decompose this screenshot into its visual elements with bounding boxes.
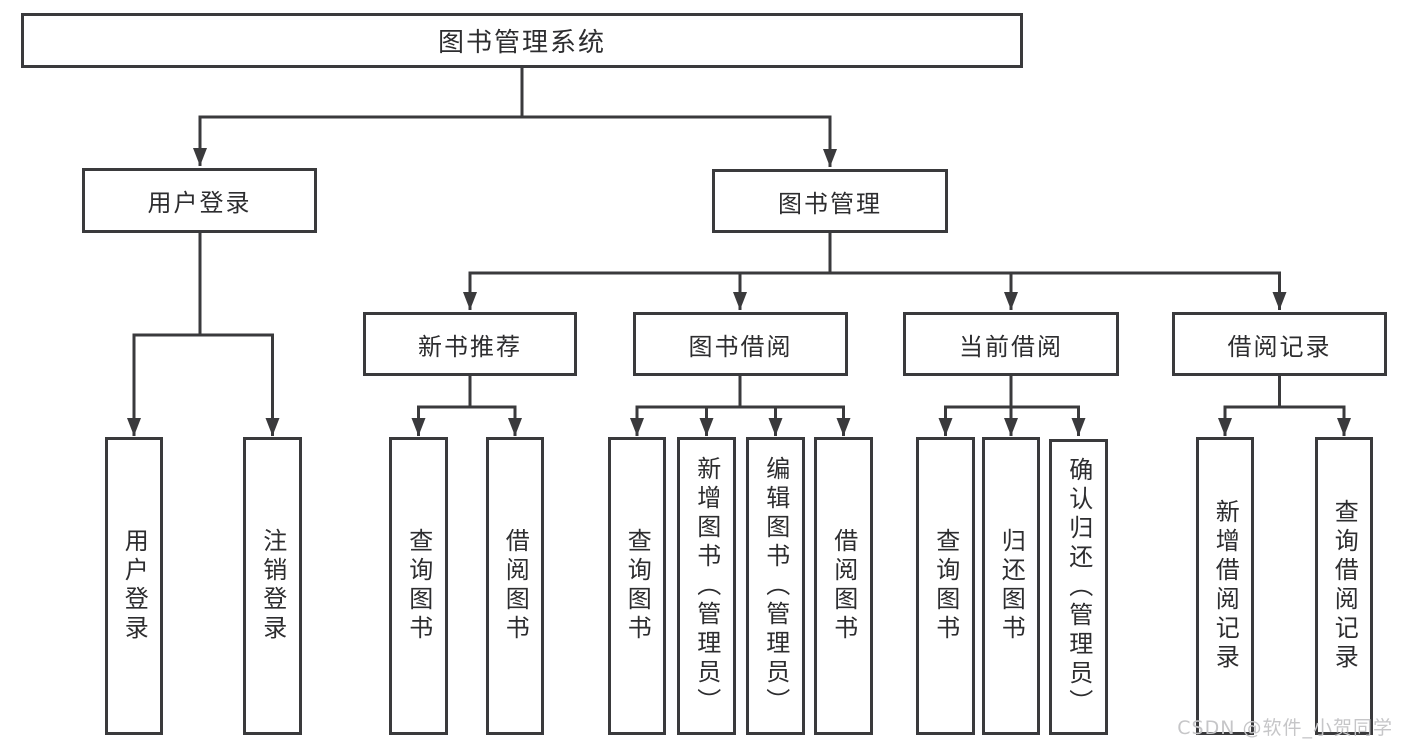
node-new-book-recommend: 新书推荐 (363, 312, 577, 376)
leaf-label: 查询图书 (623, 528, 652, 644)
leaf-label: 确认归还（管理员） (1064, 456, 1093, 718)
node-book-management: 图书管理 (712, 169, 948, 233)
leaf-query-books-3: 查询图书 (916, 437, 975, 735)
leaf-label: 查询图书 (404, 528, 433, 644)
node-book-borrowing: 图书借阅 (633, 312, 848, 376)
csdn-watermark: CSDN @软件_小贺同学 (1177, 717, 1393, 739)
leaf-label: 查询图书 (931, 528, 960, 644)
leaf-label: 借阅图书 (501, 528, 530, 644)
leaf-label: 注销登录 (258, 528, 287, 644)
leaf-label: 查询借阅记录 (1330, 499, 1359, 673)
leaf-query-books-1: 查询图书 (389, 437, 448, 735)
leaf-label: 编辑图书（管理员） (761, 455, 790, 717)
node-user-login: 用户登录 (82, 168, 317, 233)
leaf-label: 新增借阅记录 (1211, 499, 1240, 673)
leaf-label: 借阅图书 (829, 528, 858, 644)
leaf-return-books: 归还图书 (982, 437, 1040, 735)
leaf-borrow-books-2: 借阅图书 (814, 437, 873, 735)
node-current-borrowing: 当前借阅 (903, 312, 1119, 376)
leaf-add-books-admin: 新增图书（管理员） (677, 437, 736, 735)
leaf-query-borrow-record: 查询借阅记录 (1315, 437, 1373, 735)
leaf-query-books-2: 查询图书 (608, 437, 666, 735)
leaf-confirm-return-admin: 确认归还（管理员） (1049, 439, 1108, 735)
leaf-add-borrow-record: 新增借阅记录 (1196, 437, 1254, 735)
node-borrowing-records: 借阅记录 (1172, 312, 1387, 376)
leaf-user-login: 用户登录 (105, 437, 163, 735)
leaf-label: 用户登录 (120, 528, 149, 644)
leaf-edit-books-admin: 编辑图书（管理员） (746, 437, 805, 735)
node-library-management-system: 图书管理系统 (21, 13, 1023, 68)
leaf-label: 新增图书（管理员） (692, 455, 721, 717)
leaf-logout: 注销登录 (243, 437, 302, 735)
leaf-borrow-books-1: 借阅图书 (486, 437, 544, 735)
leaf-label: 归还图书 (997, 528, 1026, 644)
